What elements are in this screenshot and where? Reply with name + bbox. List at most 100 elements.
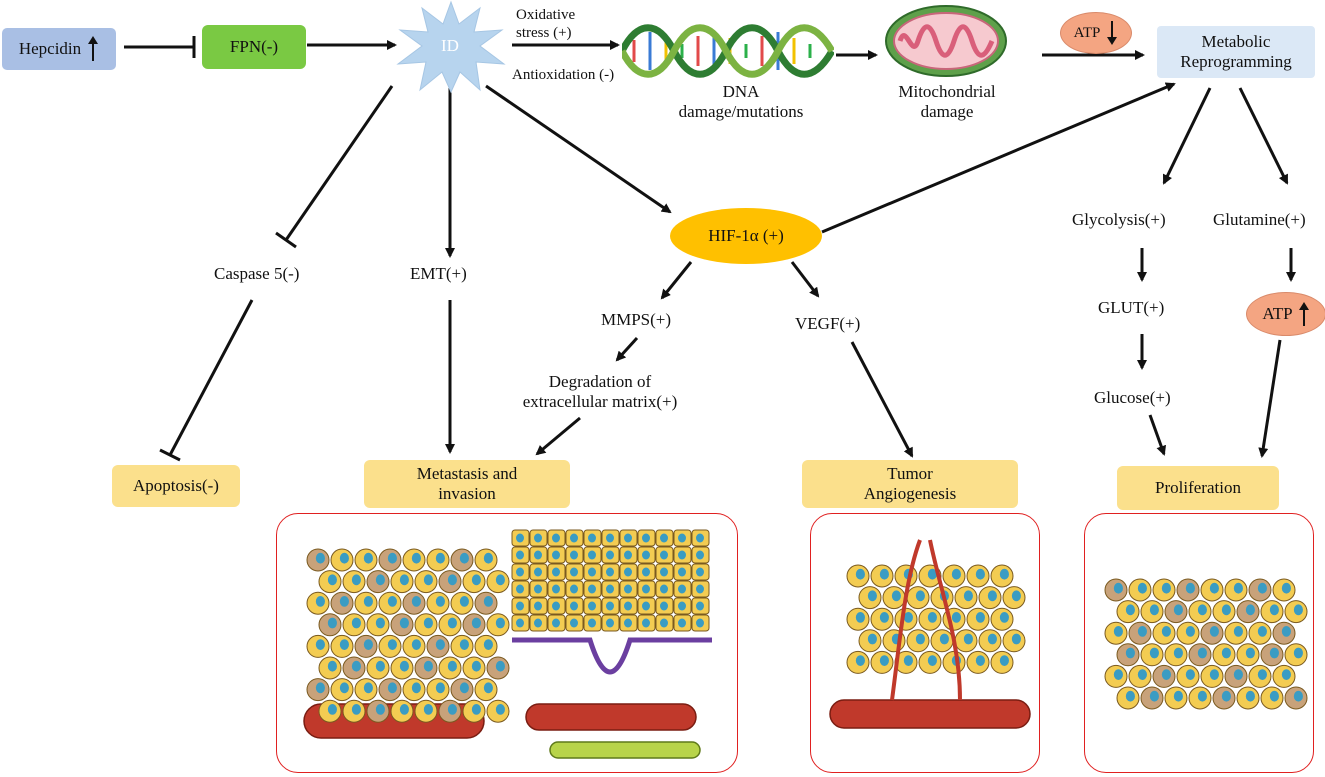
metastasis-left-nucleus [399, 617, 409, 629]
proliferation-nucleus [1113, 669, 1123, 680]
metastasis-left-nucleus [447, 704, 457, 715]
epithelial-nucleus [696, 533, 704, 543]
epithelial-nucleus [660, 533, 668, 543]
blood-vessel-angiogenesis [829, 699, 1031, 729]
epithelial-nucleus [678, 601, 686, 611]
epithelial-nucleus [624, 550, 632, 560]
arrow-vegf-angio [850, 341, 914, 458]
proliferation-nucleus [1161, 669, 1171, 680]
epithelial-nucleus [516, 567, 524, 577]
epithelial-nucleus [516, 601, 524, 611]
metastasis-left-nucleus [375, 660, 385, 672]
metastasis-left-nucleus [363, 552, 373, 564]
mito-damage-label: Mitochondrial damage [898, 82, 996, 121]
epithelial-nucleus [678, 567, 686, 577]
proliferation-nucleus [1281, 582, 1291, 594]
metastasis-left-nucleus [483, 596, 493, 607]
proliferation-nucleus [1209, 582, 1219, 594]
proliferation-nucleus [1281, 669, 1291, 680]
proliferation-nucleus [1173, 690, 1183, 702]
epithelial-nucleus [606, 618, 614, 628]
angiogenesis-nucleus [855, 655, 865, 666]
proliferation-nucleus [1245, 604, 1255, 616]
epithelial-nucleus [570, 533, 578, 543]
epithelial-nucleus [588, 601, 596, 611]
hepcidin-box: Hepcidin [2, 28, 116, 70]
metastasis-left-nucleus [363, 639, 373, 650]
arrow-hif-mmps [660, 261, 693, 300]
metastasis-left-nucleus [339, 639, 349, 650]
epithelial-nucleus [570, 584, 578, 594]
inhibit-id-caspase [284, 85, 394, 241]
fpn-box: FPN(-) [202, 25, 306, 69]
basement-membrane [512, 637, 712, 675]
epithelial-nucleus [696, 601, 704, 611]
metastasis-left-nucleus [339, 596, 349, 607]
apoptosis-label: Apoptosis(-) [133, 476, 219, 495]
metastasis-left-nucleus [495, 704, 505, 715]
down-arrow-icon [1107, 21, 1118, 45]
epithelial-nucleus [606, 601, 614, 611]
epithelial-nucleus [552, 618, 560, 628]
epithelial-nucleus [606, 550, 614, 560]
metastasis-box: Metastasis and invasion [364, 460, 570, 508]
proliferation-nucleus [1245, 690, 1255, 702]
angiogenesis-label: Tumor Angiogenesis [863, 464, 957, 503]
metastasis-left-nucleus [315, 596, 325, 607]
angiogenesis-nucleus [999, 568, 1009, 580]
proliferation-nucleus [1197, 604, 1207, 616]
epithelial-nucleus [534, 533, 542, 543]
proliferation-nucleus [1221, 604, 1231, 616]
angiogenesis-nucleus [951, 612, 961, 623]
epithelial-nucleus [570, 567, 578, 577]
epithelial-nucleus [642, 567, 650, 577]
angiogenesis-nucleus [879, 655, 889, 666]
metastasis-left-nucleus [423, 574, 433, 586]
metastasis-left-nucleus [435, 596, 445, 607]
epithelial-nucleus [588, 533, 596, 543]
metastasis-left-nucleus [435, 682, 445, 694]
fpn-label: FPN(-) [229, 37, 279, 56]
angiogenesis-nucleus [999, 655, 1009, 666]
epithelial-nucleus [534, 584, 542, 594]
proliferation-nucleus [1149, 647, 1159, 659]
epithelial-nucleus [516, 618, 524, 628]
metastasis-left-nucleus [375, 617, 385, 629]
proliferation-label: Proliferation [1155, 478, 1241, 497]
proliferation-nucleus [1221, 690, 1231, 702]
antioxidation-label: Antioxidation (-) [512, 67, 615, 83]
angiogenesis-nucleus [915, 590, 925, 602]
new-capillaries [890, 539, 962, 701]
arrow-mmps-degr [615, 336, 639, 362]
proliferation-nucleus [1233, 626, 1243, 637]
angiogenesis-nucleus [975, 655, 985, 666]
arrow-id-hif [485, 84, 672, 214]
epithelial-nucleus [606, 584, 614, 594]
metastasis-left-nucleus [447, 574, 457, 586]
metastasis-left-nucleus [459, 596, 469, 607]
epithelial-nucleus [642, 533, 650, 543]
proliferation-nucleus [1209, 669, 1219, 680]
angiogenesis-nucleus [867, 590, 877, 602]
glutamine-label: Glutamine(+) [1213, 210, 1306, 229]
atp-down-oval: ATP [1060, 12, 1132, 54]
angiogenesis-nucleus [963, 633, 973, 645]
proliferation-nucleus [1257, 669, 1267, 680]
angiogenesis-nucleus [879, 612, 889, 623]
atp-up-oval: ATP [1246, 292, 1325, 336]
angiogenesis-nucleus [987, 633, 997, 645]
angiogenesis-nucleus [927, 612, 937, 623]
epithelial-nucleus [678, 618, 686, 628]
epithelial-nucleus [642, 550, 650, 560]
angiogenesis-nucleus [999, 612, 1009, 623]
epithelial-nucleus [696, 567, 704, 577]
metastasis-left-nucleus [447, 617, 457, 629]
apoptosis-box: Apoptosis(-) [112, 465, 240, 507]
proliferation-nucleus [1149, 690, 1159, 702]
proliferation-nucleus [1233, 582, 1243, 594]
angiogenesis-nucleus [927, 568, 937, 580]
metastasis-left-nucleus [375, 574, 385, 586]
oxidative-stress-label: Oxidative stress (+) [516, 7, 576, 41]
metastasis-left-nucleus [315, 682, 325, 694]
